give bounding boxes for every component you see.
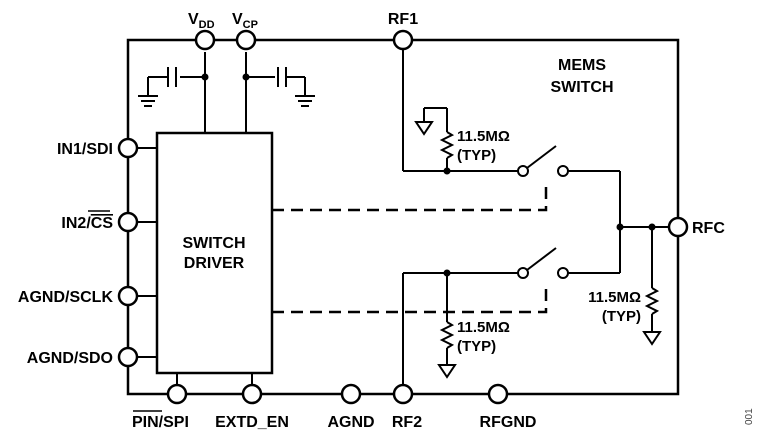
agnd-pin [340,383,362,405]
extd-en-pin [241,383,263,405]
r3-ground-symbol [642,331,662,346]
rfc-label: RFC [692,220,725,237]
r1-ground-symbol [414,121,434,136]
switch-2-contact-b [557,267,569,279]
in1-sdi-label: IN1/SDI [57,141,113,158]
control-link-1 [272,182,548,212]
rfc-pin [667,216,689,238]
rf2-junction [443,269,451,277]
agnd-sdo-pin [117,346,139,368]
switch-driver-block [155,131,274,375]
control-link-2 [272,285,548,314]
mems-switch-title-line1: MEMS [558,57,606,74]
switch-driver-label-line1: SWITCH [182,235,245,252]
in2-cs-pin [117,211,139,233]
agnd-sclk-label: AGND/SCLK [18,289,114,306]
r1-typ-label: (TYP) [457,147,496,164]
figure-number: 001 [744,408,755,425]
rf2-pin [392,383,414,405]
vcp-label: VCP [232,11,258,31]
rfc-junction [648,223,656,231]
agnd-sclk-pin [117,285,139,307]
switch-2-contact-a [517,267,529,279]
pin-spi-pin [166,383,188,405]
r2-value-label: 11.5MΩ [457,319,510,336]
rf2-label: RF2 [392,414,422,431]
r3-resistor [644,287,660,315]
switch-1-contact-b [557,165,569,177]
switch-1-blade [526,145,557,169]
switch-driver-label-line2: DRIVER [184,255,245,272]
vdd-label: VDD [188,11,215,31]
extd-en-label: EXTD_EN [215,414,289,431]
rf1-pin [392,29,414,51]
vcp-pin [235,29,257,51]
vdd-junction [201,73,209,81]
agnd-sdo-label: AGND/SDO [27,350,113,367]
r2-typ-label: (TYP) [457,338,496,355]
common-junction [616,223,624,231]
r1-resistor [439,131,455,159]
switch-2-blade [526,247,557,271]
vdd-pin [194,29,216,51]
r1-value-label: 11.5MΩ [457,128,510,145]
in1-sdi-pin [117,137,139,159]
rfgnd-label: RFGND [480,414,537,431]
mems-switch-title-line2: SWITCH [550,79,613,96]
pin-spi-label: PIN/SPI [132,414,189,431]
r3-typ-label: (TYP) [602,308,641,325]
agnd-label: AGND [327,414,374,431]
vcp-junction [242,73,250,81]
r2-resistor [439,321,455,349]
rfgnd-pin [487,383,509,405]
rf1-label: RF1 [388,11,418,28]
r3-value-label: 11.5MΩ [588,289,641,306]
switch-1-contact-a [517,165,529,177]
in2-cs-label: IN2/CS [61,215,113,232]
rf1-junction [443,167,451,175]
r2-ground-symbol [437,364,457,379]
